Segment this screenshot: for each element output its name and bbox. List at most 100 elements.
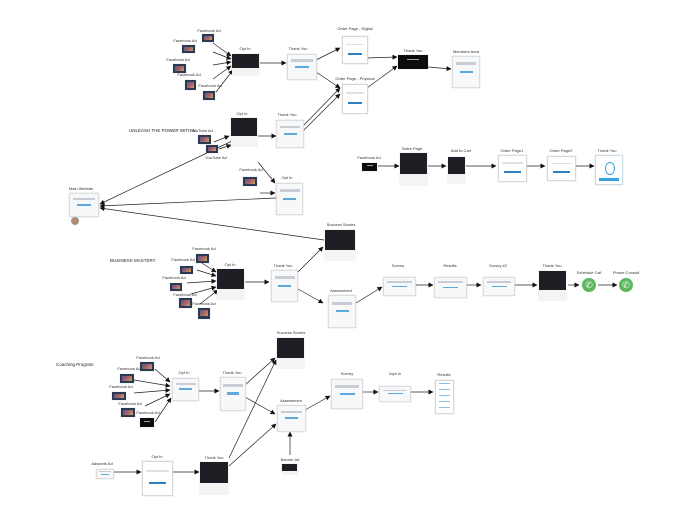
node-label: Opt In [281, 175, 293, 180]
node-label: Facebook Ad [357, 155, 381, 160]
node-label: Opt In [239, 46, 251, 51]
node-label: Facebook Ad [136, 355, 160, 360]
facebook-ad-thumbnail [180, 266, 193, 274]
node-label: Opt In [236, 111, 248, 116]
order-page-digital-thumbnail [342, 36, 368, 64]
add-to-cart-thumbnail [448, 157, 465, 183]
node-label: Survey [340, 371, 354, 376]
node-label: Order Page2 [549, 148, 573, 153]
results-thumbnail [435, 380, 454, 414]
success-stories-thumbnail [277, 338, 304, 368]
node-label: Results [437, 372, 451, 377]
survey-thumbnail [383, 277, 416, 296]
node-label: Adwords Ad [91, 461, 113, 466]
node-label: Main Website [68, 186, 94, 191]
facebook-ad-thumbnail [243, 177, 257, 186]
facebook-ad-thumbnail [121, 408, 135, 417]
node-label: Facebook Ad [192, 301, 216, 306]
node-label: Thank You [542, 263, 562, 268]
node-label: Success Stories [276, 330, 306, 335]
opt-in-page-thumbnail [172, 378, 199, 401]
section-title-business: BUSINESS MASTERY [110, 258, 156, 263]
node-label: Phone Consult [612, 270, 640, 275]
node-label: Facebook Ad [192, 246, 216, 251]
survey-2-thumbnail [483, 277, 515, 296]
node-label: Facebook Ad [197, 28, 221, 33]
thank-you-page-thumbnail [220, 377, 246, 411]
order-page1-thumbnail [498, 155, 527, 182]
node-label: Banner Ad [280, 457, 300, 462]
thank-you-page-thumbnail [200, 462, 228, 494]
youtube-ad-thumbnail [198, 135, 211, 144]
section-title-unleash: UNLEASH THE POWER WITHIN [129, 128, 196, 133]
results-thumbnail [434, 277, 467, 298]
node-label: Thank You [222, 370, 242, 375]
node-label: Results [443, 263, 457, 268]
node-label: Members Area [452, 49, 480, 54]
node-label: Order Page1 [500, 148, 524, 153]
thank-you-page-thumbnail [276, 120, 304, 148]
node-label: Facebook Ad [166, 57, 190, 62]
phone-icon: ✆ [582, 278, 596, 292]
node-label: Facebook Ad [171, 257, 195, 262]
facebook-ad-thumbnail [173, 64, 186, 73]
assessment-thumbnail [277, 405, 306, 432]
node-label: Facebook Ad [177, 72, 201, 77]
facebook-ad-thumbnail [196, 254, 209, 263]
node-label: Facebook Ad [136, 410, 160, 415]
node-label: Facebook Ad [198, 83, 222, 88]
node-label: Thank You [277, 112, 297, 117]
node-label: Thank You [288, 46, 308, 51]
facebook-ad-thumbnail [179, 298, 192, 308]
order-page2-thumbnail [547, 156, 576, 181]
node-label: Facebook Ad [239, 167, 263, 172]
sales-page-thumbnail [400, 153, 427, 185]
facebook-ad-thumbnail [140, 418, 154, 427]
opt-in-page-thumbnail [276, 183, 303, 215]
thank-you-page-thumbnail [398, 55, 428, 69]
facebook-ad-thumbnail [170, 283, 182, 291]
success-stories-thumbnail [325, 230, 355, 260]
node-label: Facebook Ad [118, 401, 142, 406]
node-label: Schedule Call [576, 270, 602, 275]
facebook-ad-thumbnail [182, 45, 195, 53]
assessment-thumbnail [328, 295, 356, 328]
opt-in-page-thumbnail [232, 54, 259, 75]
facebook-ad-thumbnail [185, 80, 196, 90]
node-label: Facebook Ad [117, 366, 141, 371]
node-label: Facebook Ad [173, 292, 197, 297]
main-website-thumbnail [69, 193, 99, 217]
node-label: Sales Page [401, 146, 423, 151]
members-area-thumbnail [452, 56, 480, 88]
node-label: Survey [391, 263, 405, 268]
opt-in-page-thumbnail [217, 269, 244, 299]
thank-you-page-thumbnail [595, 155, 623, 185]
node-label: Order Page - Physical [335, 76, 375, 81]
opt-in-page-thumbnail [379, 386, 411, 402]
thank-you-page-thumbnail [271, 270, 298, 302]
youtube-ad-thumbnail [206, 145, 218, 153]
adwords-ad-thumbnail [96, 469, 114, 479]
thank-you-page-thumbnail [287, 54, 317, 80]
banner-ad-thumbnail [282, 464, 297, 474]
node-label: Opt In [224, 262, 236, 267]
node-label: YouTube Ad [205, 155, 227, 160]
facebook-ad-thumbnail [203, 91, 215, 100]
section-title-coaching: Coaching Program [56, 362, 94, 367]
node-label: Success Stories [326, 222, 356, 227]
opt-in-page-thumbnail [231, 118, 257, 146]
opt-in-page-thumbnail [142, 461, 173, 496]
node-label: Thank You [273, 263, 293, 268]
node-label: Opt In [151, 454, 163, 459]
node-label: Thank You [204, 455, 224, 460]
node-label: Facebook Ad [173, 38, 197, 43]
phone-icon: ✆ [619, 278, 633, 292]
node-label: Facebook Ad [109, 384, 133, 389]
node-label: YouTube Ad [191, 128, 213, 133]
node-label: Thank You [597, 148, 617, 153]
node-label: Thank You [403, 48, 423, 53]
facebook-ad-thumbnail [202, 34, 214, 42]
node-label: 2opt In [388, 371, 402, 376]
node-label: Order Page - Digital [337, 26, 373, 31]
node-label: Assessment [330, 288, 352, 293]
